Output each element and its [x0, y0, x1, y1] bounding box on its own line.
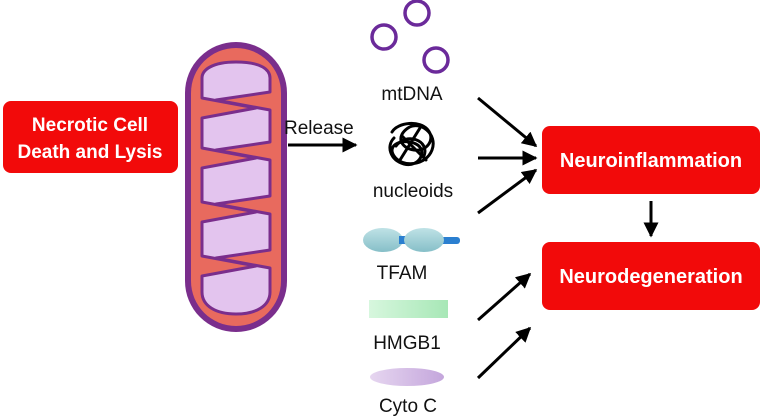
hmgb1-label: HMGB1 — [373, 333, 441, 354]
necrotic-cell-box: Necrotic Cell Death and Lysis — [3, 101, 178, 173]
neuroinflammation-box-bg — [542, 126, 760, 194]
tfam-icon — [363, 228, 460, 252]
arrow-mtdna — [477, 96, 538, 148]
tfam-label: TFAM — [377, 263, 428, 284]
neurodegeneration-box-bg — [542, 242, 760, 310]
neuroinflammation-box: Neuroinflammation — [542, 126, 760, 194]
neurodegeneration-box: Neurodegeneration — [542, 242, 760, 310]
hmgb1-icon — [369, 300, 448, 318]
mtdna-circle-3 — [422, 46, 450, 74]
necrotic-cell-label-line2: Death and Lysis — [17, 142, 162, 163]
release-arrow: Release — [284, 118, 358, 153]
neuroinflammation-label: Neuroinflammation — [560, 150, 742, 172]
neurodegeneration-label: Neurodegeneration — [559, 266, 742, 288]
tfam-domain-2 — [404, 228, 444, 252]
arrow-tfam — [477, 168, 538, 215]
nucleoids-icon — [388, 122, 435, 167]
nucleoids-label: nucleoids — [373, 181, 453, 202]
mtdna-icon — [370, 0, 450, 74]
arrow-hmgb1 — [477, 272, 532, 322]
cytoc-label: Cyto C — [379, 396, 437, 417]
tfam-domain-1 — [363, 228, 403, 252]
arrows-to-neurodegeneration — [476, 272, 532, 380]
release-label: Release — [284, 118, 354, 139]
mtdna-circle-1 — [370, 23, 398, 51]
mtdna-label: mtDNA — [381, 84, 443, 105]
arrows-to-neuroinflammation — [477, 96, 538, 215]
cytoc-icon — [370, 368, 444, 386]
necrotic-cell-label-line1: Necrotic Cell — [32, 115, 148, 136]
arrow-cytoc — [476, 326, 532, 380]
mito-cristae — [200, 60, 272, 316]
necrotic-cell-box-bg — [3, 101, 178, 173]
mtdna-circle-2 — [403, 0, 431, 27]
mitochondrion-icon — [185, 42, 287, 332]
